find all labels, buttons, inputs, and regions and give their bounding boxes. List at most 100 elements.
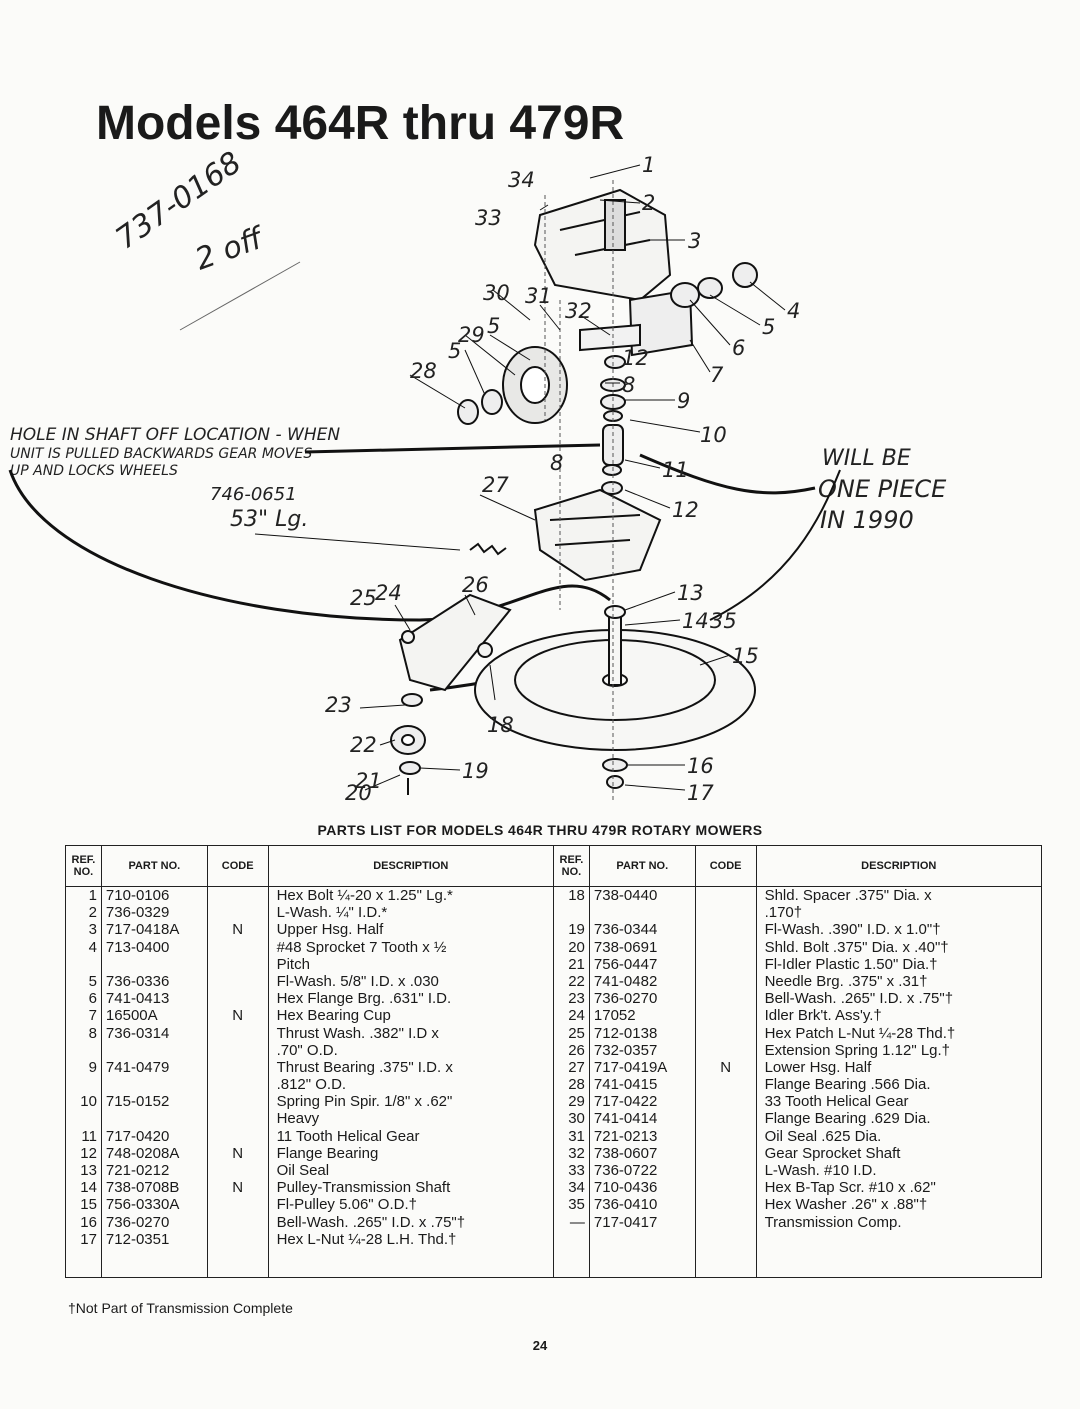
table-cell-code	[208, 973, 268, 990]
table-cell-part: 736-0270	[105, 1213, 170, 1231]
table-cell-code	[696, 887, 756, 904]
callout-22: 22	[350, 733, 377, 757]
table-cell-desc: Gear Sprocket Shaft	[764, 1144, 901, 1162]
table-cell-code	[208, 1076, 268, 1093]
parts-table: REF. NO. PART NO. CODE DESCRIPTION REF. …	[65, 845, 1042, 1278]
callout-3: 3	[688, 229, 701, 253]
table-cell-ref: 11	[81, 1127, 97, 1145]
table-cell-desc: Oil Seal	[276, 1162, 330, 1179]
table-cell-desc: Hex Bolt ¼-20 x 1.25" Lg.*	[276, 887, 453, 904]
handwritten-stroke	[179, 261, 301, 331]
table-cell-part: 16500A	[105, 1007, 158, 1025]
callout-5-left-lower: 5	[448, 339, 461, 363]
table-cell-part: 717-0418A	[105, 921, 180, 939]
table-cell-ref: 17	[80, 1230, 97, 1248]
table-cell-desc: Flange Bearing .566 Dia.	[764, 1076, 931, 1094]
hole-note-line-3: UP AND LOCKS WHEELS	[10, 463, 178, 479]
extension-spring	[469, 542, 507, 556]
callout-18: 18	[487, 713, 514, 737]
table-cell-code	[208, 1128, 268, 1145]
table-cell-ref: 26	[568, 1041, 585, 1059]
table-cell-ref: 23	[568, 990, 585, 1008]
table-cell-part: 712-0351	[105, 1230, 170, 1248]
table-cell-part: 717-0422	[593, 1093, 658, 1111]
parts-list-caption: PARTS LIST FOR MODELS 464R THRU 479R ROT…	[317, 822, 763, 838]
table-cell-ref: 32	[568, 1144, 585, 1162]
callout-32: 32	[565, 299, 592, 323]
hole-note-line-2: UNIT IS PULLED BACKWARDS GEAR MOVES	[10, 446, 312, 462]
table-cell-part: 717-0420	[105, 1127, 170, 1145]
table-cell-desc: Thrust Wash. .382" I.D x	[276, 1024, 439, 1042]
table-cell-desc: Hex Bearing Cup	[276, 1007, 391, 1025]
table-cell-ref: 2	[88, 904, 97, 922]
table-cell-ref: 35	[568, 1196, 585, 1214]
table-cell-ref: 7	[88, 1007, 97, 1025]
callout-2: 2	[642, 191, 655, 215]
helical-gear-33-tooth	[502, 346, 568, 424]
header-part-no-2: PART NO.	[590, 846, 696, 886]
table-cell-part	[102, 1110, 207, 1127]
table-cell-desc: Hex Washer .26" x .88"†	[764, 1196, 928, 1214]
table-cell-part	[102, 1042, 207, 1059]
table-cell-code	[208, 1059, 268, 1076]
table-cell-ref: 4	[88, 938, 97, 956]
table-cell-code	[208, 990, 268, 1007]
callout-16: 16	[687, 754, 714, 778]
piece-note: WILL BE ONE PIECE IN 1990	[818, 446, 947, 534]
table-cell-part: 738-0607	[593, 1144, 658, 1162]
table-cell-code	[208, 1196, 268, 1213]
table-cell-code: N	[232, 1179, 244, 1197]
table-cell-ref: 3	[88, 921, 97, 939]
page-title: Models 464R thru 479R	[96, 97, 625, 150]
table-cell-ref: 10	[80, 1093, 97, 1111]
table-cell-code: N	[720, 1058, 732, 1076]
table-cell-part: 736-0344	[593, 921, 658, 939]
table-cell-part: 17052	[593, 1007, 636, 1025]
table-cell-code	[696, 1179, 756, 1196]
table-cell-part: 741-0413	[105, 990, 170, 1008]
table-cell-ref: 1	[88, 887, 97, 904]
table-cell-ref: 20	[568, 938, 585, 956]
table-cell-ref: 15	[80, 1196, 97, 1214]
table-cell-ref: 24	[568, 1007, 585, 1025]
center-lines	[544, 180, 614, 800]
table-cell-ref: 29	[568, 1093, 585, 1111]
table-cell-ref: 13	[80, 1162, 97, 1179]
table-cell-desc: Fl-Wash. .390" I.D. x 1.0"†	[764, 921, 941, 939]
table-cell-desc: #48 Sprocket 7 Tooth x ½	[276, 938, 447, 956]
table-cell-desc: Idler Brk't. Ass'y.†	[764, 1007, 882, 1025]
table-cell-part: 721-0213	[593, 1127, 658, 1145]
table-cell-ref: 33	[568, 1162, 585, 1179]
table-cell-desc: Bell-Wash. .265" I.D. x .75"†	[276, 1213, 466, 1231]
table-cell-desc: Pitch	[276, 955, 310, 973]
table-cell-part	[590, 904, 695, 921]
cable-part-note: 746-0651	[210, 484, 297, 505]
exploded-parts-diagram: 737-0168 2 off HOLE IN SHAFT OFF LOCATIO…	[8, 145, 947, 805]
table-cell-part: 741-0479	[105, 1058, 170, 1076]
table-cell-code	[696, 1042, 756, 1059]
table-cell-part	[102, 1076, 207, 1093]
piece-note-line-3: IN 1990	[820, 506, 914, 534]
table-cell-code	[208, 1214, 268, 1231]
cable-curve	[8, 469, 611, 622]
table-cell-ref: 31	[568, 1127, 585, 1145]
callout-15: 15	[732, 644, 759, 668]
table-cell-part: 712-0138	[593, 1024, 658, 1042]
table-cell-desc: .70" O.D.	[276, 1041, 338, 1059]
table-cell-ref: 14	[80, 1179, 97, 1197]
header-description-2: DESCRIPTION	[861, 860, 937, 872]
table-cell-ref	[66, 956, 101, 973]
table-cell-desc: L-Wash. ¼" I.D.*	[276, 904, 388, 922]
table-cell-part: 736-0410	[593, 1196, 658, 1214]
lower-housing	[533, 488, 662, 582]
table-cell-desc: L-Wash. #10 I.D.	[764, 1162, 877, 1179]
table-cell-desc: Fl-Wash. 5/8" I.D. x .030	[276, 972, 439, 990]
handwritten-quantity-note: 2 off	[191, 220, 271, 278]
hole-note-line-1: HOLE IN SHAFT OFF LOCATION - WHEN	[10, 425, 340, 445]
piece-note-line-2: ONE PIECE	[818, 475, 947, 503]
table-cell-code	[696, 921, 756, 938]
table-header: REF. NO. PART NO. CODE DESCRIPTION REF. …	[66, 846, 1041, 887]
header-ref-no-2: REF. NO.	[554, 846, 590, 886]
table-cell-code	[696, 990, 756, 1007]
